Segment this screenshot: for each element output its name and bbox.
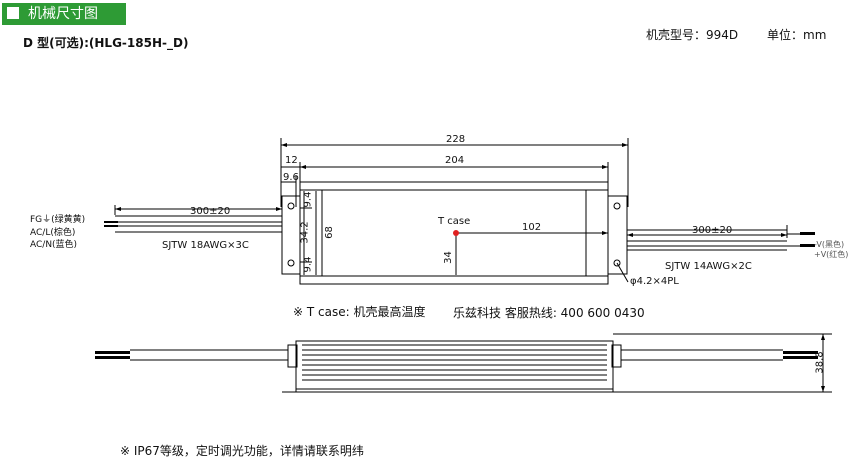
label-tcase: T case [438, 216, 471, 227]
dim-tcase-from-bottom: 34 [442, 251, 454, 264]
label-vminus-wire: -V(黑色) [814, 240, 845, 249]
case-number: 机壳型号：994D [646, 28, 739, 42]
square-icon [7, 7, 19, 19]
dim-width: 68 [323, 226, 335, 239]
ip-rating-note: ※ IP67等级，定时调光功能，详情请联系明纬 [120, 444, 364, 458]
dim-tcase-offset: 102 [522, 222, 542, 233]
dim-total-length: 228 [446, 134, 466, 145]
hotline-note: 乐兹科技 客服热线: 400 600 0430 [453, 306, 645, 320]
dim-height: 38.8 [814, 351, 826, 374]
dim-output-cable-length: 300±20 [692, 225, 733, 236]
dim-input-cable-length: 300±20 [190, 206, 231, 217]
dim-flange-offset: 12 [285, 155, 298, 166]
label-fg-wire: FG⏚(绿黄黄) [30, 215, 86, 225]
section-title-bar: 机械尺寸图 [2, 3, 126, 25]
label-input-cable: SJTW 18AWG×3C [162, 240, 249, 251]
unit-label: 单位：mm [767, 28, 827, 42]
model-label: D 型(可选):(HLG-185H-_D) [23, 36, 189, 50]
label-acl-wire: AC/L(棕色) [30, 228, 76, 238]
dim-body-length: 204 [445, 155, 465, 166]
section-title: 机械尺寸图 [28, 6, 98, 22]
dim-mount-lower: 9.4 [302, 256, 314, 273]
dim-hole-spec: φ4.2×4PL [630, 276, 679, 287]
dim-mount-upper: 9.4 [302, 191, 314, 208]
dim-mount-spacing: 34.2 [299, 221, 311, 244]
dim-hole-offset: 9.6 [283, 172, 299, 183]
tcase-dot [453, 230, 459, 236]
label-vplus-wire: +V(红色) [814, 250, 849, 259]
label-acn-wire: AC/N(蓝色) [30, 240, 78, 250]
tcase-note: ※ T case: 机壳最高温度 [293, 305, 426, 319]
label-output-cable: SJTW 14AWG×2C [665, 261, 752, 272]
